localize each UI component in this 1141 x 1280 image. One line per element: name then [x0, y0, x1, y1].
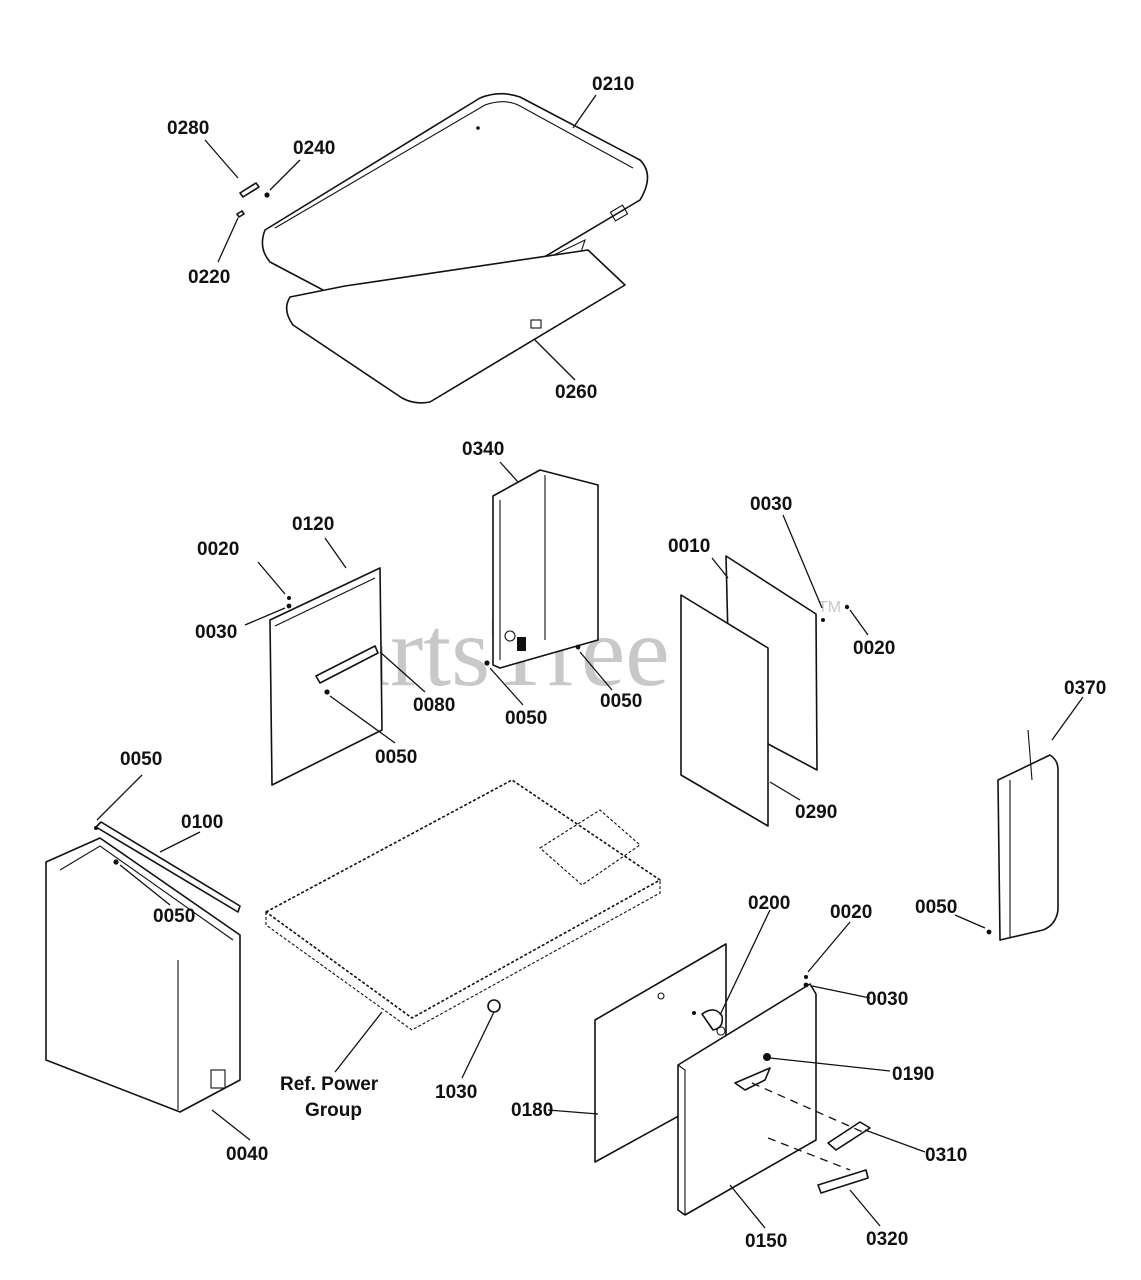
- callout-1030: 1030: [435, 1082, 477, 1103]
- roof-base-plate-part: [285, 249, 626, 404]
- left-back-panel-0120: [269, 567, 383, 786]
- callout-0080: 0080: [413, 695, 455, 716]
- callout-0190: 0190: [892, 1064, 934, 1085]
- watermark-trademark: TM: [818, 599, 841, 616]
- callout-0050-far: 0050: [915, 897, 957, 918]
- callout-0240: 0240: [293, 138, 335, 159]
- callout-0050-center-left: 0050: [505, 708, 547, 729]
- callout-0020-right: 0020: [853, 638, 895, 659]
- callout-0290: 0290: [795, 802, 837, 823]
- callout-0030-top: 0030: [750, 494, 792, 515]
- callout-0150: 0150: [745, 1231, 787, 1252]
- callout-0210: 0210: [592, 74, 634, 95]
- callout-0200: 0200: [748, 893, 790, 914]
- ref-power-group-line1: Ref. Power: [280, 1074, 379, 1095]
- leader-lines: [96, 94, 1084, 1229]
- callout-0180: 0180: [511, 1100, 553, 1121]
- handle-bracket-0310: [827, 1121, 871, 1151]
- callout-0100: 0100: [181, 812, 223, 833]
- power-group-base: [265, 779, 661, 1031]
- callout-0310: 0310: [925, 1145, 967, 1166]
- callout-0320: 0320: [866, 1229, 908, 1250]
- label-0320: [817, 1169, 869, 1194]
- callout-0040: 0040: [226, 1144, 268, 1165]
- plug-1030: [487, 999, 501, 1013]
- center-duct-panel-0340: [484, 469, 599, 669]
- right-insulation-0290: [680, 594, 769, 827]
- small-hardware-top: [236, 182, 270, 218]
- callout-0030-low: 0030: [866, 989, 908, 1010]
- callout-0370: 0370: [1064, 678, 1106, 699]
- callout-0340: 0340: [462, 439, 504, 460]
- latch-0200: [692, 1009, 726, 1036]
- callout-0280: 0280: [167, 118, 209, 139]
- callout-0020-left: 0020: [197, 539, 239, 560]
- far-right-corner-0370: [986, 729, 1059, 941]
- side-housing-0040: [45, 821, 241, 1113]
- ref-power-group-line2: Group: [305, 1100, 362, 1121]
- callout-0020-low: 0020: [830, 902, 872, 923]
- assembly-dash-line-2: [767, 1137, 851, 1171]
- callout-0010: 0010: [668, 536, 710, 557]
- callout-0220: 0220: [188, 267, 230, 288]
- callout-labels: 0210 0280 0240 0220 0260 0340 0030 0010 …: [120, 74, 1106, 1252]
- callout-0120: 0120: [292, 514, 334, 535]
- assembly-dash-line: [751, 1082, 866, 1134]
- callout-0260: 0260: [555, 382, 597, 403]
- front-door-0150: [677, 975, 817, 1216]
- callout-0050-mid: 0050: [153, 906, 195, 927]
- callout-0050-center-right: 0050: [600, 691, 642, 712]
- callout-0050-top: 0050: [120, 749, 162, 770]
- callout-0030-left: 0030: [195, 622, 237, 643]
- callout-0050-center: 0050: [375, 747, 417, 768]
